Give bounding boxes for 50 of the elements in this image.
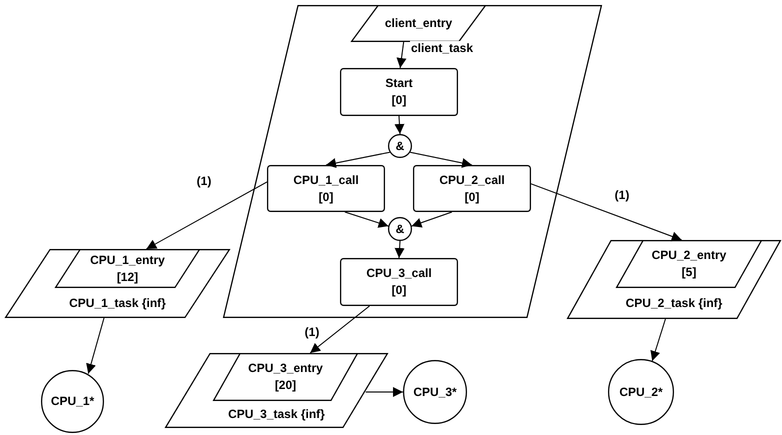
arrow (146, 181, 268, 250)
processor-circle (403, 360, 467, 424)
task-parallelogram (5, 249, 230, 318)
node-label: CPU_1* (50, 393, 94, 410)
arrow (326, 152, 390, 168)
node-label: & (396, 138, 404, 154)
node-label: CPU_2_entry [5] (652, 247, 726, 281)
edge-label: (1) (304, 325, 320, 339)
entry-parallelogram (213, 353, 358, 401)
node-label: CPU_1_call [0] (293, 172, 359, 206)
arrow (394, 240, 405, 258)
arrow (530, 183, 682, 242)
entry-parallelogram (351, 5, 486, 42)
task-parallelogram (223, 5, 602, 318)
arrow (310, 306, 370, 354)
node-label: CPU_2* (619, 384, 663, 400)
processor-circle (608, 359, 674, 425)
node-label: CPU_3* (413, 384, 457, 400)
edge-label: client_task (410, 41, 474, 55)
arrow (410, 152, 472, 168)
arrow (344, 212, 389, 228)
task-parallelogram (567, 240, 781, 319)
activity-box (340, 258, 458, 306)
edge-label: (1) (614, 188, 630, 202)
arrow (394, 116, 404, 134)
node-label: & (396, 220, 404, 238)
activity-box (267, 165, 385, 212)
activity-box (340, 68, 458, 116)
processor-circle (41, 370, 104, 433)
entry-parallelogram (616, 240, 762, 288)
node-label: CPU_1_entry [12] (90, 252, 165, 286)
arrow (86, 318, 104, 374)
and-junction-circle (388, 217, 412, 241)
node-label: CPU_2_task {inf} (626, 295, 722, 312)
and-junction-circle (388, 134, 412, 158)
node-label: client_entry (384, 15, 452, 32)
node-label: CPU_2_call [0] (439, 172, 505, 206)
arrow (396, 42, 406, 68)
arrow (365, 387, 404, 397)
edge-label: (1) (196, 174, 212, 188)
arrow (411, 212, 452, 228)
node-label: CPU_3_call [0] (366, 265, 432, 299)
node-label: Start [0] (385, 75, 413, 109)
node-label: CPU_1_task {inf} (69, 294, 166, 312)
arrow (650, 318, 666, 362)
activity-box (413, 165, 531, 212)
task-parallelogram (165, 353, 388, 428)
entry-parallelogram (55, 249, 200, 288)
node-label: CPU_3_entry [20] (248, 360, 323, 394)
node-label: CPU_3_task {inf} (228, 406, 325, 423)
